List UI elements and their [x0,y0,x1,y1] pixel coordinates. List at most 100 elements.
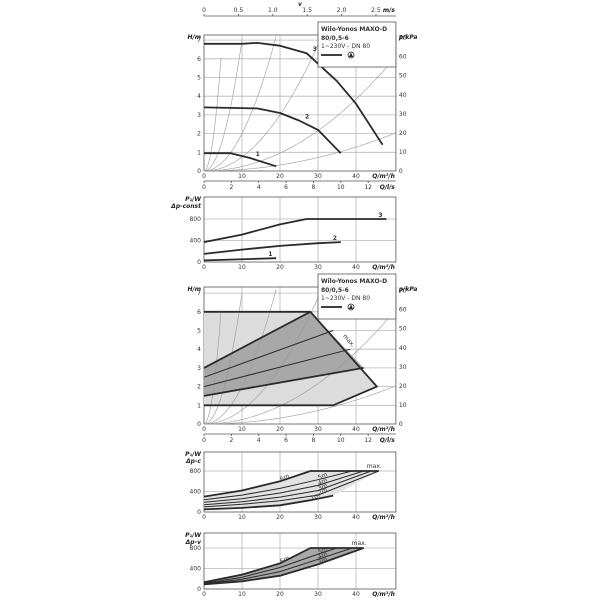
pump-symbol-triangle [349,52,353,57]
q-tick-label: 20 [276,426,284,433]
y-axis-label: P₁/W [185,451,201,458]
curve-label: 2 [333,235,337,242]
power-curve [203,547,311,583]
legend: Wilo-Yonos MAXO-D80/0,5-61~230V - DN 80 [317,273,397,320]
v-tick-label: 0.5 [234,7,244,14]
system-curve [204,36,323,172]
v-tick-label: 1.0 [268,7,278,14]
q-ls-tick-label: 2 [229,437,233,444]
curve-label: 6m [279,555,291,565]
curve-label: 2m [317,486,329,496]
q-ls-axis-label: Q/l/s [380,437,396,444]
q-tick-label: 40 [352,173,360,180]
curve-label: max. [367,463,382,470]
q-tick-label: 10 [238,264,246,271]
system-curve [204,289,323,425]
system-curve [203,57,222,172]
curve-label: 3 [378,212,382,219]
p-tick-label: 0 [399,421,403,428]
max-annotation: max. [341,333,356,349]
y2-axis-label: p/kPa [398,286,418,293]
power-curve [203,470,364,503]
v-tick-label: 1.5 [302,7,312,14]
pw-tick-label: 0 [197,509,201,516]
h-tick-label: 2 [197,131,201,138]
q-tick-label: 30 [314,426,322,433]
v-tick-label: 0 [202,7,206,14]
p-tick-label: 50 [399,73,407,80]
q-tick-label: 20 [276,591,284,598]
x-axis-label: Q/m³/h [372,591,395,598]
q-ls-tick-label: 6 [284,437,288,444]
system-curve [203,40,243,172]
pump-symbol-triangle [349,304,353,309]
range-line [203,311,311,369]
q-tick-label: 20 [276,514,284,521]
p-tick-label: 20 [399,130,407,137]
power-range [204,471,379,510]
range-line [203,367,364,397]
range-line [204,310,378,407]
x-axis-label: Q/m³/h [372,426,395,433]
h-tick-label: 3 [197,112,201,119]
legend-subtitle: 1~230V - DN 80 [321,43,370,50]
plot-frame [203,451,397,513]
curve-label: 1m [309,492,321,502]
q-tick-label: 40 [352,591,360,598]
p-tick-label: 60 [399,307,407,314]
q-tick-label: 10 [238,426,246,433]
q-tick-label: 20 [276,173,284,180]
power-curve [203,547,338,584]
system-curve [204,385,397,425]
curve-label: 4m [317,477,329,487]
p-tick-label: 60 [399,54,407,61]
curve-label: 6m [279,473,291,483]
pw-tick-label: 800 [190,545,202,552]
h-tick-label: 4 [197,346,201,353]
pump-curve-3 [204,42,384,146]
legend-model: 80/0,5-6 [321,35,349,42]
q-tick-label: 10 [238,514,246,521]
h-tick-label: 1 [197,402,201,409]
pw-tick-label: 400 [190,566,202,573]
q-tick-label: 40 [352,264,360,271]
q-ls-tick-label: 10 [337,184,345,191]
power-curve [203,470,372,506]
p-tick-label: 20 [399,383,407,390]
q-ls-tick-label: 6 [284,184,288,191]
legend-subtitle: 1~230V - DN 80 [321,295,370,302]
pw-tick-label: 0 [197,586,201,593]
v-axis-label: v [298,1,303,8]
legend-box [317,21,397,68]
h-tick-label: 6 [197,309,201,316]
p-tick-label: 10 [399,402,407,409]
power-curve-1 [203,257,277,262]
q-ls-tick-label: 0 [202,184,206,191]
system-curve [204,309,397,425]
y-axis-sublabel: Δp-const [170,203,202,210]
pw-tick-label: 400 [190,489,202,496]
q-tick-label: 30 [314,514,322,521]
legend-title: Wilo-Yonos MAXO-D [321,278,387,285]
system-curve [203,293,243,425]
q-ls-tick-label: 0 [202,437,206,444]
q-tick-label: 10 [238,591,246,598]
q-ls-axis-label: Q/l/s [380,184,396,191]
plot-frame [203,532,397,590]
q-tick-label: 10 [238,173,246,180]
q-tick-label: 40 [352,426,360,433]
v-axis-unit: m/s [383,7,395,14]
q-ls-tick-label: 10 [337,437,345,444]
h-tick-label: 1 [197,149,201,156]
p-tick-label: 0 [399,168,403,175]
h-tick-label: 7 [197,290,201,297]
pw-tick-label: 400 [190,238,202,245]
h-tick-label: 7 [197,37,201,44]
q-tick-label: 20 [276,264,284,271]
q-tick-label: 0 [202,264,206,271]
